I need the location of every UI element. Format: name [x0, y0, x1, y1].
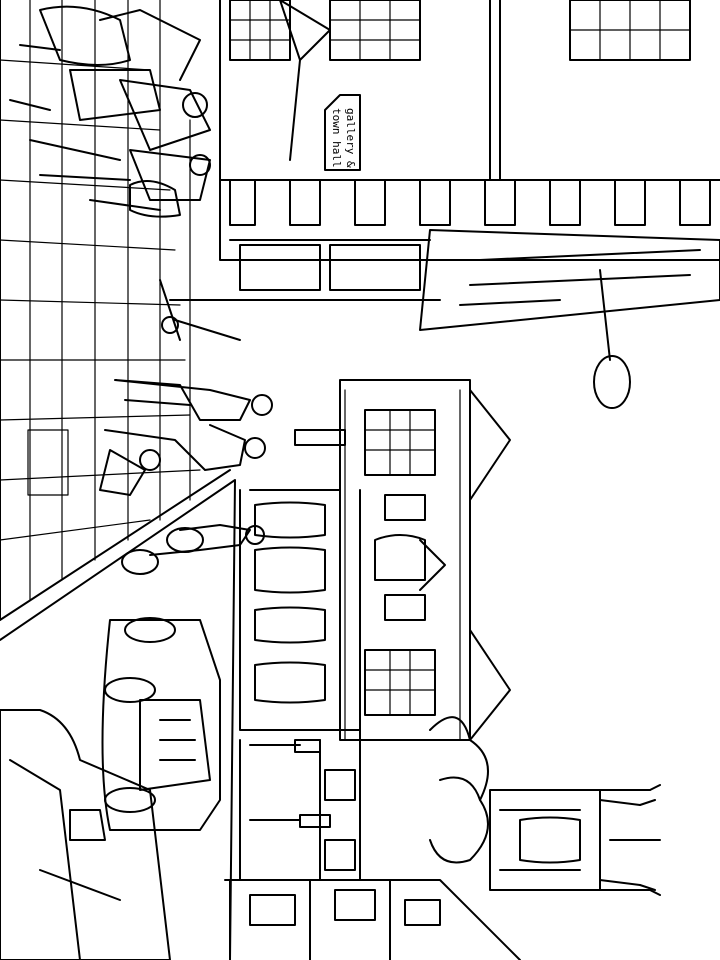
car [101, 617, 221, 831]
sign-line2: town hall [330, 108, 343, 168]
road-edge [0, 479, 236, 960]
sign-line1: gallery & [344, 108, 357, 168]
street-furniture [159, 279, 251, 341]
upper-buildings [219, 0, 720, 409]
pavement [0, 0, 231, 621]
direction-sign: gallery & town hall [324, 94, 361, 171]
church-tower [489, 784, 661, 896]
traffic-lights [249, 429, 346, 828]
pedestrians [99, 379, 273, 496]
cafe-seating [9, 5, 211, 218]
trees [429, 716, 489, 864]
lower-buildings [224, 729, 521, 960]
cyclist [121, 524, 265, 575]
van [0, 709, 171, 960]
town-hall [239, 379, 511, 741]
